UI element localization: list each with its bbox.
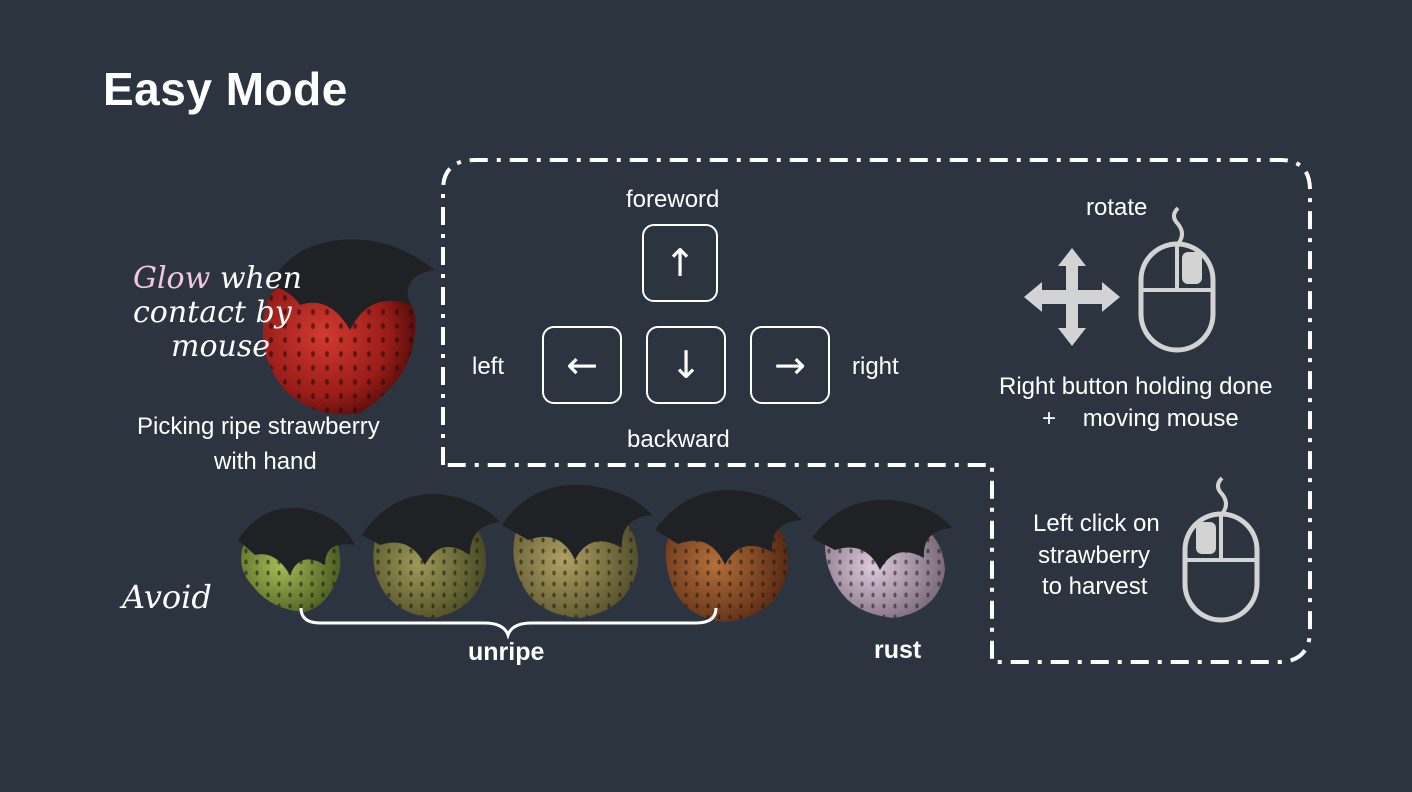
glow-word: Glow — [133, 261, 211, 296]
harvest-line1: Left click on — [1033, 510, 1160, 537]
backward-label: backward — [627, 426, 730, 453]
mouse-left-button-icon — [1182, 476, 1260, 623]
unripe-strawberry-3 — [502, 484, 652, 618]
mouse-right-button-icon — [1138, 206, 1216, 353]
rust-label: rust — [874, 636, 922, 664]
glow-note: Glow when contact by mouse — [133, 262, 302, 364]
rotate-desc-line2: + moving mouse — [1042, 405, 1239, 432]
rust-strawberry — [812, 499, 952, 618]
rotate-label: rotate — [1086, 194, 1148, 221]
rotate-desc-line1: Right button holding done — [999, 373, 1273, 400]
harvest-line2: strawberry — [1038, 542, 1151, 569]
right-arrow-key[interactable]: → — [750, 326, 830, 404]
harvest-line3: to harvest — [1042, 573, 1148, 600]
ripe-strawberry-image — [262, 239, 435, 415]
left-label: left — [472, 353, 505, 380]
glow-line3: mouse — [171, 329, 270, 364]
right-label: right — [852, 353, 899, 380]
move-cross-icon — [1024, 248, 1120, 346]
up-arrow-key[interactable]: ↑ — [642, 224, 718, 302]
unripe-strawberry-1 — [238, 507, 355, 612]
unripe-strawberry-2 — [362, 493, 500, 618]
unripe-label: unripe — [468, 638, 545, 666]
unripe-brace — [299, 607, 718, 640]
avoid-label: Avoid — [122, 578, 212, 616]
unripe-strawberry-4 — [655, 489, 802, 622]
glow-line2: contact by — [133, 295, 292, 330]
down-arrow-key[interactable]: ↓ — [646, 326, 726, 404]
picking-line2: with hand — [214, 448, 317, 475]
left-arrow-key[interactable]: ← — [542, 326, 622, 404]
forward-label: foreword — [626, 186, 720, 213]
avoid-strawberries-image — [238, 484, 952, 622]
picking-line1: Picking ripe strawberry — [137, 413, 380, 440]
glow-when: when — [210, 261, 302, 296]
page-title: Easy Mode — [103, 63, 348, 115]
